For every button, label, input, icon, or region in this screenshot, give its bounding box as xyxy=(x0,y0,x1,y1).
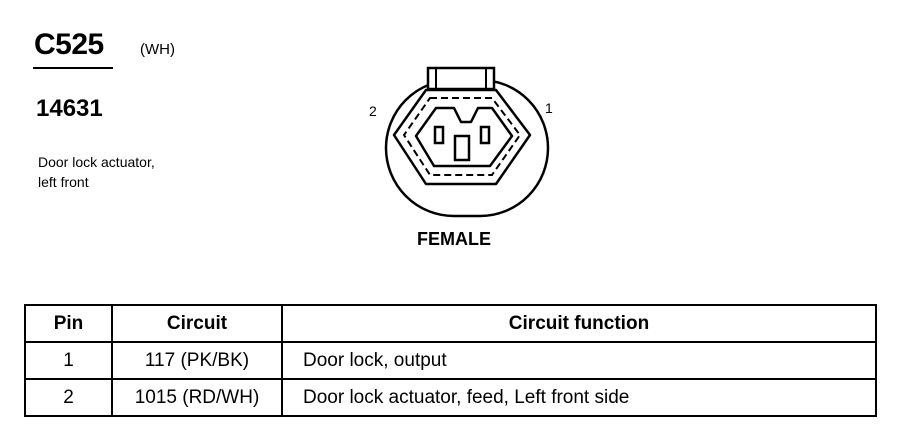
table-row: 1 117 (PK/BK) Door lock, output xyxy=(24,341,877,380)
cell-pin: 1 xyxy=(24,341,113,380)
connector-inner-outline xyxy=(392,88,532,186)
pin-label-2: 2 xyxy=(369,103,377,119)
part-number: 14631 xyxy=(36,95,103,122)
connector-face-diagram xyxy=(384,66,550,218)
pin-1-terminal xyxy=(479,125,491,145)
center-terminal xyxy=(453,134,471,162)
table-header-row: Pin Circuit Circuit function xyxy=(24,304,877,343)
connector-color-code: (WH) xyxy=(140,41,175,58)
connector-gender-label: FEMALE xyxy=(417,229,491,249)
cell-pin: 2 xyxy=(24,378,113,417)
description-line-1: Door lock actuator, xyxy=(38,154,155,170)
header-pin: Pin xyxy=(24,304,113,343)
header-circuit-function: Circuit function xyxy=(281,304,877,343)
pin-label-1: 1 xyxy=(545,100,553,116)
cell-circuit: 117 (PK/BK) xyxy=(111,341,283,380)
table-row: 2 1015 (RD/WH) Door lock actuator, feed,… xyxy=(24,378,877,417)
connector-latch-tab xyxy=(426,66,496,91)
cell-circuit-function: Door lock, output xyxy=(281,341,877,380)
description-line-2: left front xyxy=(38,174,89,190)
pin-2-terminal xyxy=(433,125,445,145)
header-circuit: Circuit xyxy=(111,304,283,343)
connector-description: Door lock actuator, left front xyxy=(38,152,258,192)
cell-circuit: 1015 (RD/WH) xyxy=(111,378,283,417)
pinout-table: Pin Circuit Circuit function 1 117 (PK/B… xyxy=(24,304,877,417)
cell-circuit-function: Door lock actuator, feed, Left front sid… xyxy=(281,378,877,417)
connector-id-underline xyxy=(33,67,113,69)
connector-seal-dashed xyxy=(402,97,522,176)
connector-id: C525 xyxy=(34,28,104,61)
